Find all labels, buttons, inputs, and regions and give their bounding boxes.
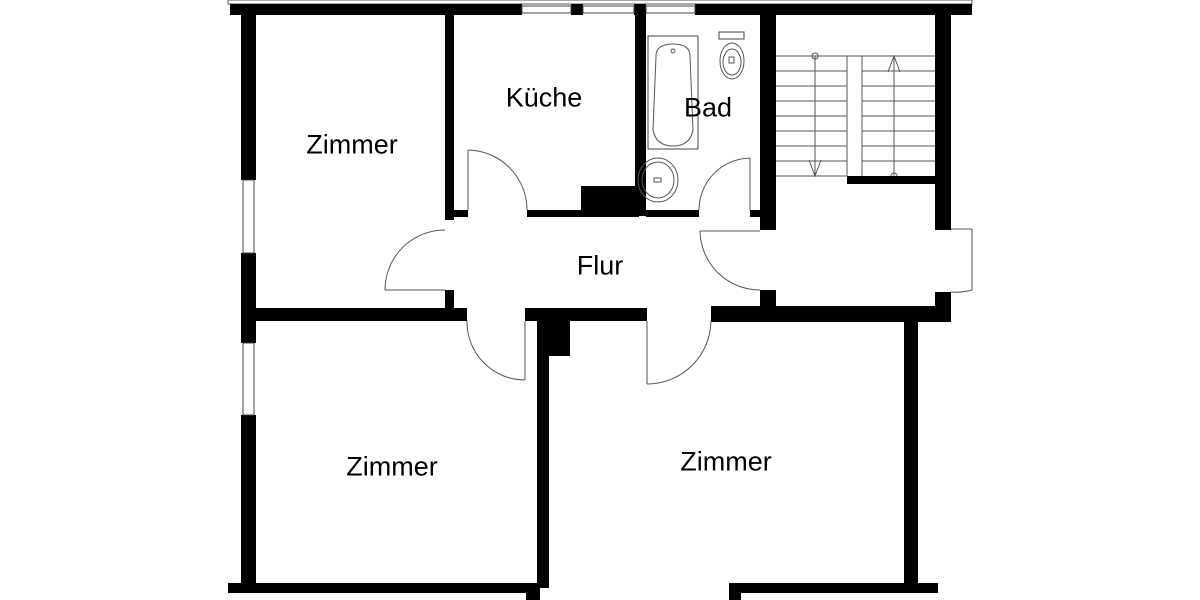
room-label-zimmer-se: Zimmer bbox=[680, 446, 772, 477]
staircase bbox=[776, 52, 935, 178]
stair-up-arrow-icon bbox=[887, 54, 901, 177]
exterior-hatch-top bbox=[227, 0, 973, 5]
room-label-zimmer-sw: Zimmer bbox=[346, 451, 438, 482]
stair-treads bbox=[776, 70, 935, 177]
sink-icon bbox=[637, 157, 679, 203]
stair-down-arrow-icon bbox=[808, 52, 822, 178]
doors bbox=[384, 149, 973, 385]
bathtub-icon bbox=[647, 35, 699, 150]
interior-walls bbox=[241, 10, 951, 588]
room-label-flur: Flur bbox=[576, 250, 624, 281]
outer-walls bbox=[228, 4, 972, 600]
room-label-kueche: Küche bbox=[505, 82, 583, 113]
room-label-zimmer-nw: Zimmer bbox=[306, 129, 398, 160]
room-label-bad: Bad bbox=[683, 92, 733, 123]
toilet-icon bbox=[718, 31, 745, 80]
windows bbox=[242, 5, 696, 416]
